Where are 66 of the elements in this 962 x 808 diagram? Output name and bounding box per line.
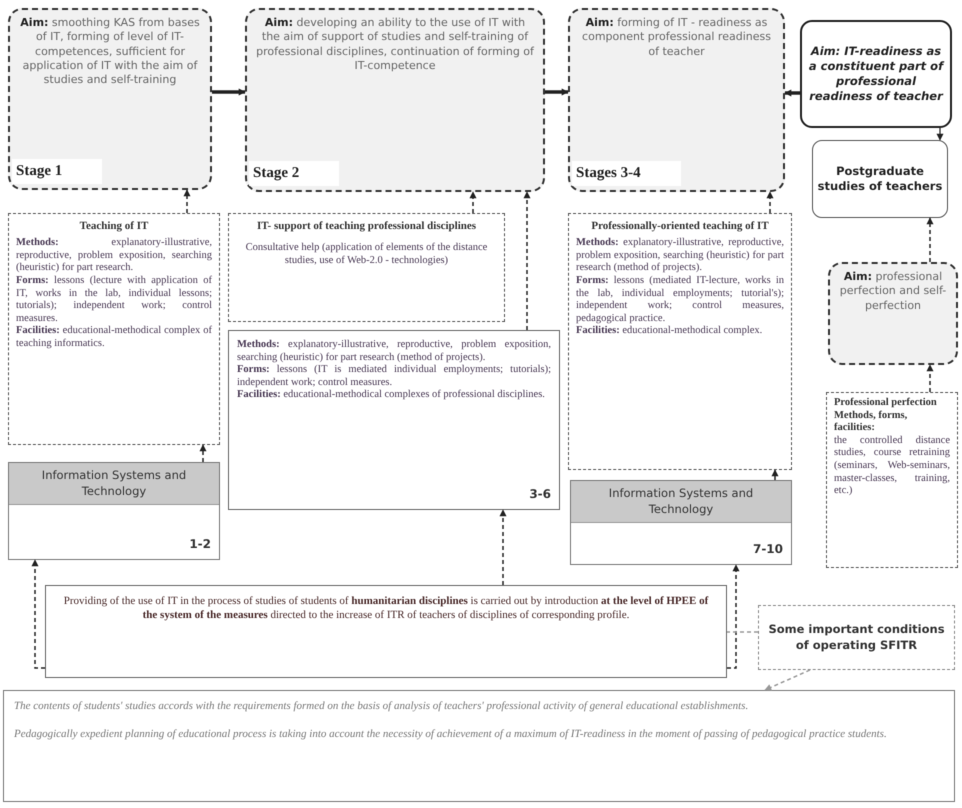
aim-box (800, 20, 952, 128)
aim-text: Aim: IT-readiness as a constituent part of professional readiness of teacher (808, 44, 946, 104)
stage-label: Stage 2 (249, 161, 340, 186)
course-box (8, 462, 220, 560)
arrow (212, 88, 246, 96)
arrow (784, 90, 800, 96)
stage-box (245, 8, 545, 192)
paragraph: Facilities: educational-methodical complex. (576, 325, 764, 338)
arrow (926, 217, 934, 262)
callout-text: Some important conditions of operating SFITR (767, 622, 946, 654)
rounded-box (812, 140, 948, 218)
arrow (926, 364, 934, 392)
arrow (524, 191, 530, 330)
dashed-box (568, 213, 792, 470)
text-box (45, 585, 727, 678)
stage-label: Stage 1 (12, 159, 102, 184)
paragraph: Forms: lessons (lecture with application of IT, works in the lab, individual lessons; tutorials); independent work; control measures. (16, 274, 212, 326)
text-box (228, 330, 560, 510)
stage-label: Stages 3-4 (572, 161, 681, 186)
paragraph: Methods: explanatory-illustrative, reproductive, problem exposition, searching (heuristic) for part research. (16, 237, 212, 275)
semester-number: 1-2 (189, 537, 211, 551)
aim-text: Aim: smoothing KAS from bases of IT, forming of level of IT-competences, sufficient for application of IT with the aim of studies and self-training (19, 15, 201, 88)
paragraph: Facilities: educational-methodical complex of teaching informatics. (16, 325, 212, 351)
course-box (570, 480, 792, 565)
dashed-box (826, 392, 958, 568)
arrow (727, 564, 740, 669)
paragraph: Methods: explanatory-illustrative, reproductive, problem exposition, searching (heuristic) for part research (method of projects). (576, 237, 784, 275)
conditions-box (3, 690, 955, 802)
course-title: Information Systems and Technology (571, 481, 791, 524)
paragraph: Consultative help (application of elements of the distance studies, use of Web-2.0 - technologies) (244, 241, 488, 268)
condition-text: The contents of students' studies accords with the requirements formed on the basis of analysis of teachers' professional activity of general educational establishments. (14, 699, 750, 714)
box-text: Postgraduate studies of teachers (817, 164, 943, 194)
arrow (184, 189, 190, 213)
arrow (764, 669, 810, 691)
semester-number: 3-6 (529, 487, 551, 501)
box-heading: Professional perfection (834, 397, 938, 410)
stage-box (8, 8, 212, 190)
box-heading: Methods, forms, facilities: (834, 410, 908, 435)
stage-box (568, 8, 785, 192)
arrow (766, 191, 774, 213)
paragraph: Providing of the use of IT in the process of studies of students of humanitarian disciplines is carried out by introduction at the level of HPEE of the system of the measures directed to the increase of ITR of teachers of disciplines of corresponding profile. (62, 594, 710, 623)
aim-text: Aim: forming of IT - readiness as component professional readiness of teacher (581, 15, 772, 60)
arrow (500, 509, 506, 585)
paragraph: the controlled distance studies, course retraining (seminars, Web-seminars, master-classes, training, etc.) (834, 434, 950, 498)
dashed-box (8, 213, 220, 445)
arrow (200, 444, 206, 462)
condition-text: Pedagogically expedient planning of educational process is taking into account the necessity of achievement of a maximum of IT-readiness in the moment of passing of pedagogical practice students. (14, 727, 888, 742)
box-heading: IT- support of teaching professional disciplines (256, 220, 478, 234)
stage-box (828, 262, 958, 365)
semester-number: 7-10 (752, 542, 783, 556)
arrow (32, 559, 45, 669)
callout-box (758, 605, 955, 670)
arrow (545, 88, 569, 96)
paragraph: Forms: lessons (mediated IT-lecture, works in the lab, individual employments; tutorial's); independent work; control measures, pedagogical practice. (576, 274, 784, 326)
aim-text: Aim: developing an ability to the use of IT with the aim of support of studies and self-training of professional disciplines, continuation of forming of IT-competence (255, 15, 536, 74)
arrow (470, 191, 476, 213)
paragraph: Forms: lessons (IT is mediated individual employments; tutorials); independent work; control measures. (237, 364, 551, 390)
paragraph: Facilities: educational-methodical complexes of professional disciplines. (237, 389, 546, 402)
arrow (936, 128, 944, 141)
box-heading: Teaching of IT (78, 220, 150, 234)
arrow (772, 469, 778, 480)
paragraph: Methods: explanatory-illustrative, reproductive, problem exposition, searching (heuristic) for part research (method of projects). (237, 339, 551, 364)
aim-text: Aim: professional perfection and self-perfection (838, 269, 948, 314)
course-title: Information Systems and Technology (9, 463, 219, 506)
dashed-box (228, 213, 505, 322)
box-heading: Professionally-oriented teaching of IT (590, 220, 770, 234)
